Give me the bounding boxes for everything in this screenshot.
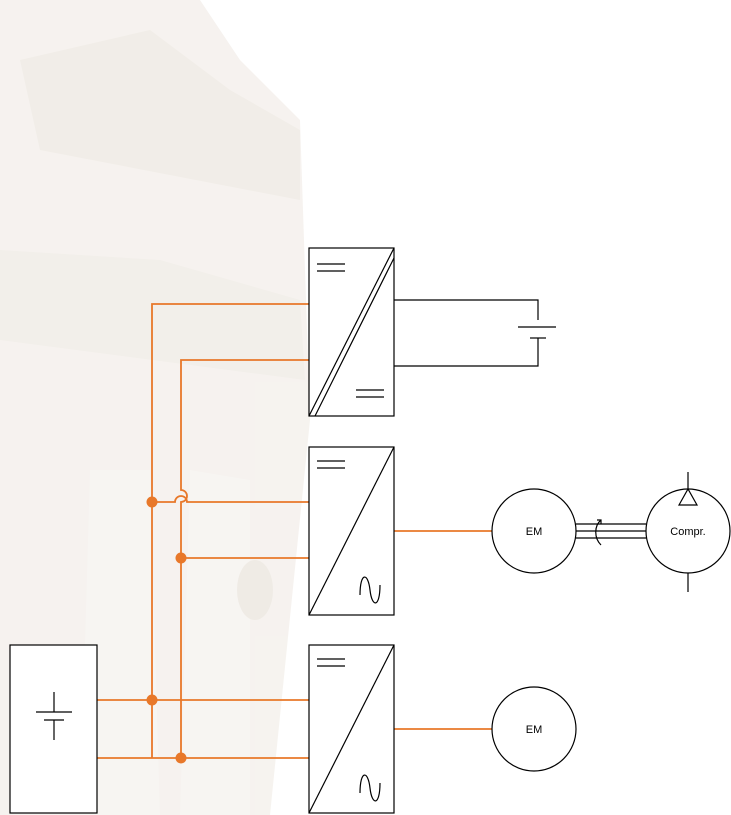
equals-icon: [317, 658, 345, 667]
shaft-coupling: [576, 519, 646, 546]
equals-icon: [317, 460, 345, 469]
compressor: Compr.: [645, 472, 731, 592]
sine-icon: [359, 576, 381, 604]
motor-2: EM: [491, 686, 577, 772]
dcdc-converter: [308, 247, 395, 417]
motor-1-label: EM: [526, 526, 543, 538]
compressor-label: Compr.: [670, 526, 705, 538]
main-battery: [9, 644, 98, 814]
equals-icon: [317, 263, 345, 272]
dc-bus: [97, 303, 492, 764]
battery-icon: [36, 692, 72, 740]
compressor-triangle-icon: [677, 487, 699, 506]
inverter-2: [308, 644, 395, 814]
equals-icon: [356, 389, 384, 398]
aux-battery-circuit: [394, 299, 556, 367]
sine-icon: [359, 774, 381, 802]
motor-2-label: EM: [526, 724, 543, 736]
inverter-1: [308, 446, 395, 616]
rotation-arrow-icon: [595, 519, 602, 546]
motor-1: EM: [491, 488, 577, 574]
